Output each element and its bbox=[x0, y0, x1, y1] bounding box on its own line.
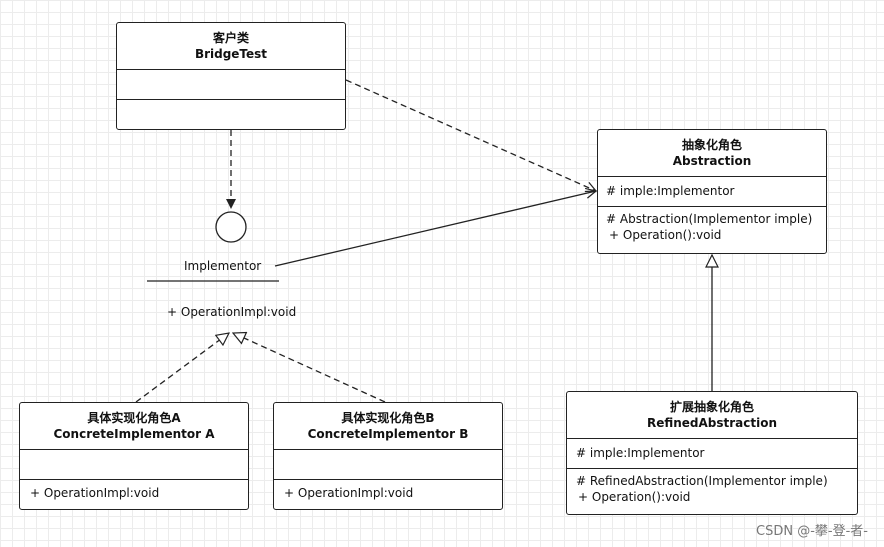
refined-title-en: RefinedAbstraction bbox=[646, 416, 778, 430]
concrete-b-title-cn: 具体实现化角色B bbox=[341, 411, 435, 425]
refined-attributes-section: # imple:Implementor bbox=[567, 439, 857, 469]
concrete-b-realization bbox=[233, 333, 386, 403]
concrete-b-method: + OperationImpl:void bbox=[284, 486, 414, 500]
concrete-a-title-cn: 具体实现化角色A bbox=[87, 411, 181, 425]
implementor-method: + OperationImpl:void bbox=[167, 305, 297, 319]
client-to-abstraction-dependency bbox=[345, 79, 596, 191]
abstraction-method-operation: + Operation():void bbox=[609, 228, 722, 242]
concrete-b-attributes-section bbox=[274, 450, 502, 480]
concrete-b-title-en: ConcreteImplementor B bbox=[307, 427, 469, 441]
refined-methods-section: # RefinedAbstraction(Implementor imple) … bbox=[567, 469, 857, 505]
refined-method-operation: + Operation():void bbox=[578, 490, 691, 504]
concrete-a-class-box[interactable]: 具体实现化角色A ConcreteImplementor A + Operati… bbox=[19, 402, 249, 510]
concrete-a-methods-section: + OperationImpl:void bbox=[20, 480, 248, 501]
refined-attribute: # imple:Implementor bbox=[576, 446, 705, 460]
abstraction-title-en: Abstraction bbox=[672, 154, 752, 168]
concrete-a-header: 具体实现化角色A ConcreteImplementor A bbox=[20, 403, 248, 450]
csdn-watermark: CSDN @-攀-登-者- bbox=[756, 524, 868, 539]
refined-title-cn: 扩展抽象化角色 bbox=[669, 400, 754, 414]
abstraction-class-box[interactable]: 抽象化角色 Abstraction # imple:Implementor # … bbox=[597, 129, 827, 254]
client-class-header: 客户类 BridgeTest bbox=[117, 23, 345, 70]
abstraction-methods-section: # Abstraction(Implementor imple) + Opera… bbox=[598, 207, 826, 243]
refined-class-box[interactable]: 扩展抽象化角色 RefinedAbstraction # imple:Imple… bbox=[566, 391, 858, 515]
client-attributes-section bbox=[117, 70, 345, 100]
concrete-b-methods-section: + OperationImpl:void bbox=[274, 480, 502, 501]
abstraction-title-cn: 抽象化角色 bbox=[681, 138, 742, 152]
refined-header: 扩展抽象化角色 RefinedAbstraction bbox=[567, 392, 857, 439]
client-title-en: BridgeTest bbox=[194, 47, 268, 61]
abstraction-method-constructor: # Abstraction(Implementor imple) bbox=[606, 212, 813, 226]
concrete-a-title-en: ConcreteImplementor A bbox=[53, 427, 215, 441]
abstraction-attribute: # imple:Implementor bbox=[606, 184, 735, 198]
concrete-b-header: 具体实现化角色B ConcreteImplementor B bbox=[274, 403, 502, 450]
client-class-box[interactable]: 客户类 BridgeTest bbox=[116, 22, 346, 130]
concrete-a-realization bbox=[135, 333, 229, 403]
concrete-a-attributes-section bbox=[20, 450, 248, 480]
client-methods-section bbox=[117, 100, 345, 129]
client-title-cn: 客户类 bbox=[212, 31, 249, 45]
refined-method-constructor: # RefinedAbstraction(Implementor imple) bbox=[576, 474, 828, 488]
implementor-to-abstraction-association bbox=[274, 191, 596, 267]
abstraction-class-header: 抽象化角色 Abstraction bbox=[598, 130, 826, 177]
implementor-name: Implementor bbox=[184, 259, 262, 273]
abstraction-attributes-section: # imple:Implementor bbox=[598, 177, 826, 207]
implementor-interface-icon bbox=[215, 211, 247, 243]
concrete-b-class-box[interactable]: 具体实现化角色B ConcreteImplementor B + Operati… bbox=[273, 402, 503, 510]
concrete-a-method: + OperationImpl:void bbox=[30, 486, 160, 500]
